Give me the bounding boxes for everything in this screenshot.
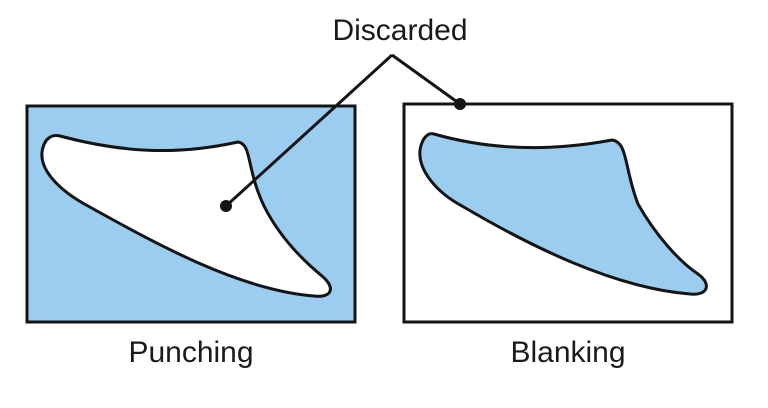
discarded-pointer-dot-punching [220,200,232,212]
blanking-panel: Blanking [402,102,734,369]
punching-hole [40,134,332,298]
punching-panel: Punching [25,104,357,369]
discarded-callout: Discarded [220,14,468,212]
discarded-label: Discarded [332,14,467,47]
discarded-leader-left [224,53,394,208]
discarded-leader-right [391,53,461,106]
blanking-label: Blanking [510,336,625,369]
discarded-pointer-dot-blanking [454,98,466,110]
punching-label: Punching [128,336,253,369]
blanking-part [418,132,708,296]
